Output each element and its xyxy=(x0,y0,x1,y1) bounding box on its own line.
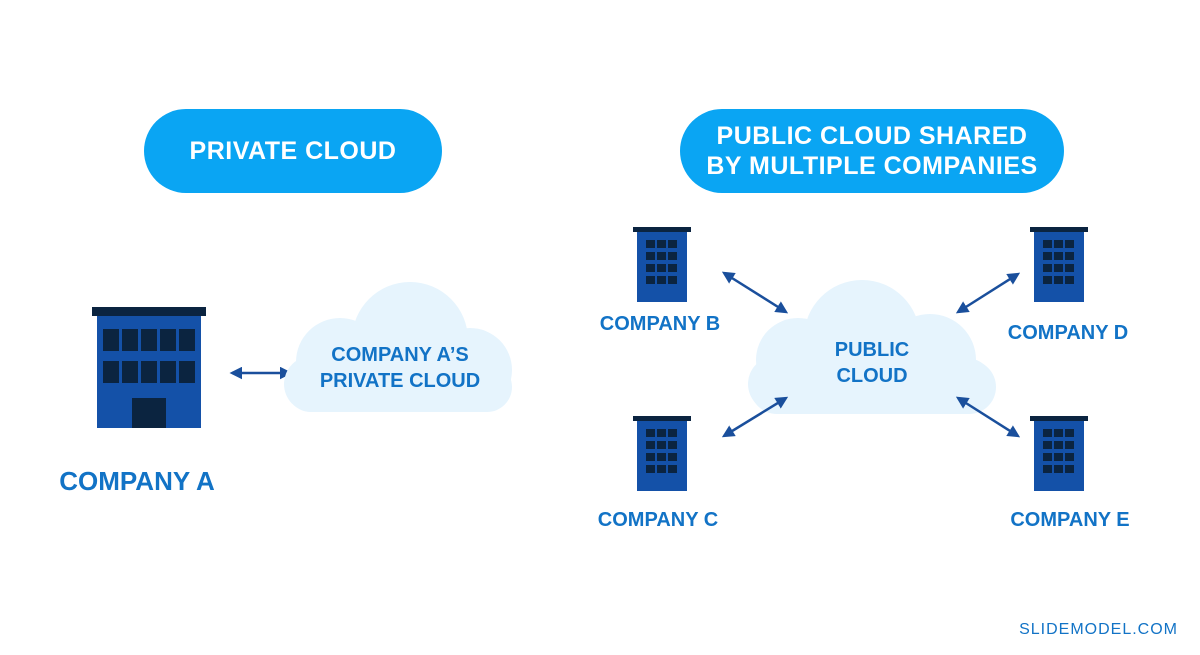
private-cloud-icon xyxy=(284,282,512,412)
company-e-building-icon xyxy=(1030,416,1088,491)
company-e-label: COMPANY E xyxy=(1010,509,1130,531)
public-cloud-label: PUBLIC CLOUD xyxy=(812,337,932,389)
company-d-label: COMPANY D xyxy=(1007,322,1129,344)
private-cloud-title-text: PRIVATE CLOUD xyxy=(189,137,397,165)
company-e-double-arrow-icon xyxy=(955,396,1021,438)
public-cloud-title-line2: BY MULTIPLE COMPANIES xyxy=(706,152,1038,180)
company-c-building-icon xyxy=(633,416,691,491)
public-cloud-label-line1: PUBLIC xyxy=(834,339,910,361)
public-cloud-title-line1: PUBLIC CLOUD SHARED xyxy=(716,122,1028,150)
company-b-building-icon xyxy=(633,227,691,302)
public-cloud-title: PUBLIC CLOUD SHARED BY MULTIPLE COMPANIE… xyxy=(680,109,1064,193)
company-a-building-icon xyxy=(92,307,206,428)
company-d-double-arrow-icon xyxy=(955,272,1021,314)
company-c-double-arrow-icon xyxy=(721,396,789,438)
public-cloud-icon xyxy=(748,280,996,414)
watermark: SLIDEMODEL.COM xyxy=(1019,621,1178,638)
company-b-label: COMPANY B xyxy=(599,313,721,335)
company-d-building-icon xyxy=(1030,227,1088,302)
private-cloud-title: PRIVATE CLOUD xyxy=(144,109,442,193)
company-b-double-arrow-icon xyxy=(721,271,789,314)
private-cloud-label: COMPANY A’S PRIVATE CLOUD xyxy=(300,342,500,394)
company-a-label: COMPANY A xyxy=(59,466,215,496)
private-cloud-label-line1: COMPANY A’S xyxy=(331,344,469,366)
private-cloud-label-line2: PRIVATE CLOUD xyxy=(319,370,481,392)
public-cloud-label-line2: CLOUD xyxy=(836,365,908,387)
company-c-label: COMPANY C xyxy=(597,509,719,531)
